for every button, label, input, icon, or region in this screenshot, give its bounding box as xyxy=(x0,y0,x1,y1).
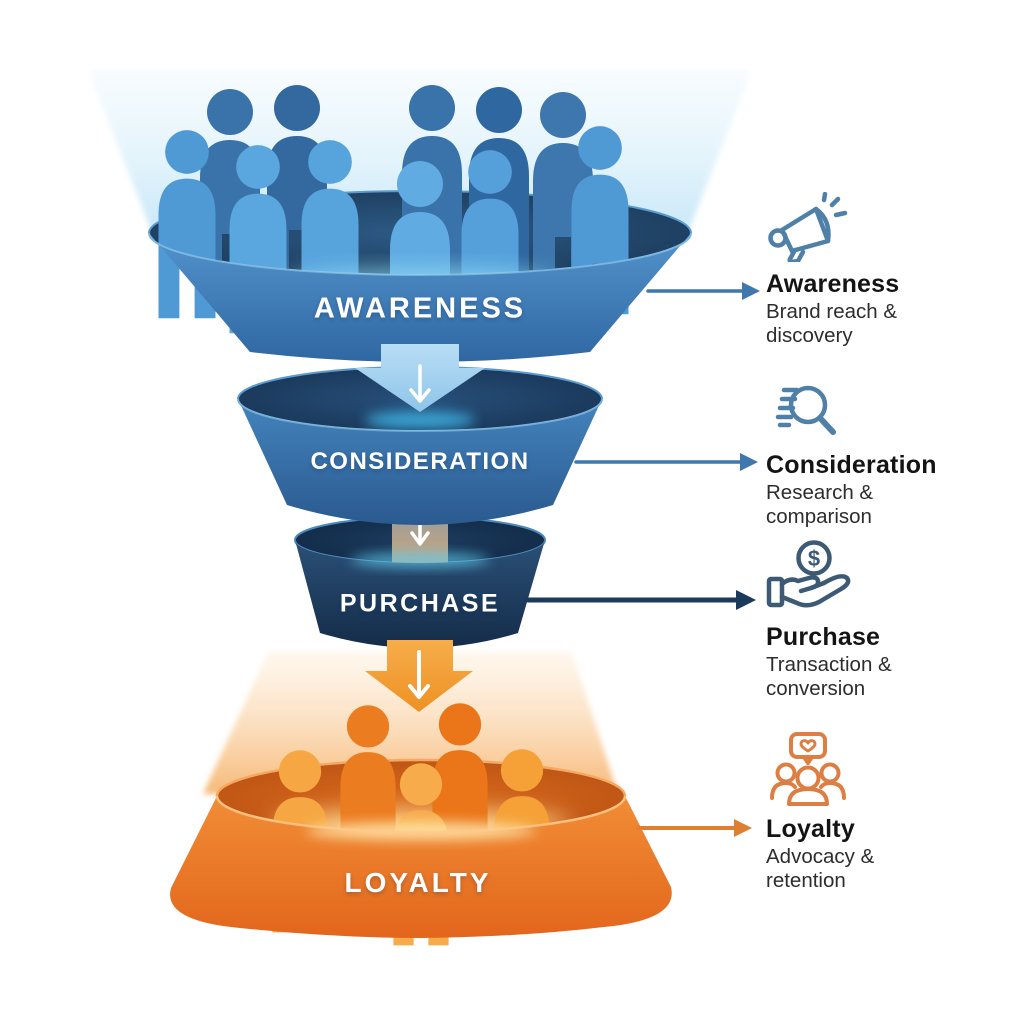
stage-label-loyalty: LOYALTY xyxy=(344,867,492,898)
awareness-funnel-tier xyxy=(148,85,692,362)
megaphone-icon xyxy=(768,192,848,262)
svg-text:$: $ xyxy=(808,546,820,571)
legend-item-loyalty: Loyalty Advocacy & retention xyxy=(756,731,1006,893)
loyalty-funnel-tier xyxy=(170,703,672,946)
legend-item-awareness: Awareness Brand reach & discovery xyxy=(756,192,1006,348)
flow-arrow-purchase-to-loyalty xyxy=(365,640,473,712)
legend-description-loyalty: Advocacy & retention xyxy=(766,845,875,893)
down-arrow-icon xyxy=(408,650,430,699)
legend-connectors xyxy=(525,282,760,837)
search-document-icon xyxy=(775,385,836,435)
legend-title-consideration: Consideration xyxy=(766,451,937,479)
legend-description-consideration: Research & comparison xyxy=(766,481,874,529)
purchase-funnel-tier xyxy=(295,540,545,648)
legend-description-awareness: Brand reach & discovery xyxy=(766,300,898,348)
awareness-connector-arrowhead xyxy=(742,282,760,300)
legend-title-loyalty: Loyalty xyxy=(766,815,855,843)
consideration-connector-arrowhead xyxy=(740,453,758,471)
stage-label-consideration: CONSIDERATION xyxy=(310,448,530,475)
legend-title-purchase: Purchase xyxy=(766,623,881,651)
stage-label-purchase: PURCHASE xyxy=(339,589,501,618)
legend-description-purchase: Transaction & conversion xyxy=(766,653,892,701)
loyal-customers-icon xyxy=(770,732,846,806)
loyalty-connector-arrowhead xyxy=(734,819,752,837)
hand-coin-icon: $ xyxy=(766,540,851,608)
legend-item-consideration: Consideration Research & comparison xyxy=(756,379,1006,529)
legend-item-purchase: $ Purchase Transaction & conversion xyxy=(756,539,1006,701)
down-arrow-icon xyxy=(409,364,431,403)
stage-label-awareness: AWARENESS xyxy=(313,292,527,325)
purchase-connector-arrowhead xyxy=(736,590,756,610)
flow-arrow-awareness-to-consideration xyxy=(237,344,603,432)
consideration-funnel-tier xyxy=(237,398,603,525)
legend-title-awareness: Awareness xyxy=(766,270,900,298)
